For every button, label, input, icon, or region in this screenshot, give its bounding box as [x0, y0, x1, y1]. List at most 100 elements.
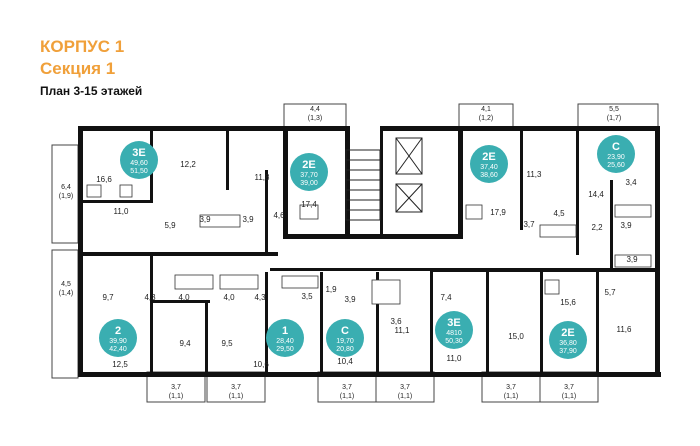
room-label: 4,6 [273, 211, 285, 220]
room-label: 4,3 [254, 293, 266, 302]
title-block: КОРПУС 1 Секция 1 План 3-15 этажей [40, 36, 142, 100]
balcony-net: (1,3) [308, 115, 322, 122]
room-label: 4,0 [223, 293, 235, 302]
room-label: 3,9 [620, 221, 632, 230]
apartment-badges: 3Е 49,60 51,50 2Е 37,70 39,00 2Е 37,40 3… [99, 135, 635, 359]
balcony-net: (1,1) [229, 393, 243, 400]
balcony-labels: 4,4 (1,3) 4,1 (1,2) 5,5 (1,7) 6,4 (1,9) … [59, 106, 621, 400]
svg-text:С: С [341, 325, 349, 337]
svg-text:4810: 4810 [446, 330, 462, 337]
svg-text:37,40: 37,40 [480, 164, 498, 171]
balcony-area: 4,4 [310, 106, 320, 113]
svg-text:1: 1 [282, 325, 288, 337]
svg-text:2: 2 [115, 325, 121, 337]
room-label: 3,9 [199, 215, 211, 224]
building-title: КОРПУС 1 [40, 37, 125, 56]
svg-text:36,80: 36,80 [559, 340, 577, 347]
room-label: 3,5 [301, 292, 313, 301]
room-label: 3,6 [390, 317, 402, 326]
balcony-net: (1,1) [340, 393, 354, 400]
svg-text:49,60: 49,60 [130, 160, 148, 167]
room-label: 3,4 [625, 178, 637, 187]
balcony-area: 3,7 [400, 384, 410, 391]
room-label: 9,5 [221, 339, 233, 348]
balcony-area: 4,1 [481, 106, 491, 113]
balcony-net: (1,1) [169, 393, 183, 400]
room-label: 4,5 [553, 209, 565, 218]
svg-text:2Е: 2Е [561, 327, 574, 339]
svg-text:28,40: 28,40 [276, 338, 294, 345]
interior-walls [78, 130, 613, 372]
svg-text:2Е: 2Е [482, 151, 495, 163]
room-label: 4,3 [144, 293, 156, 302]
svg-text:25,60: 25,60 [607, 162, 625, 169]
svg-text:39,00: 39,00 [300, 180, 318, 187]
apartment-badge[interactable]: 2Е 36,80 37,90 [549, 321, 587, 359]
svg-text:37,90: 37,90 [559, 348, 577, 355]
room-label: 2,2 [591, 223, 603, 232]
room-label: 3,7 [523, 220, 535, 229]
room-label: 3,9 [242, 215, 254, 224]
room-label: 7,4 [440, 293, 452, 302]
svg-text:42,40: 42,40 [109, 346, 127, 353]
apartment-badge[interactable]: 2Е 37,40 38,60 [470, 145, 508, 183]
room-labels: 16,6 11,0 12,2 5,9 3,9 3,9 11,8 4,6 17,4… [96, 160, 638, 369]
balcony-net: (1,7) [607, 115, 621, 122]
svg-text:3Е: 3Е [447, 317, 460, 329]
room-label: 1,9 [325, 285, 337, 294]
apartment-badge[interactable]: С 23,90 25,60 [597, 135, 635, 173]
room-label: 11,6 [617, 325, 633, 334]
svg-text:51,50: 51,50 [130, 168, 148, 175]
room-label: 9,4 [179, 339, 191, 348]
balcony-net: (1,1) [398, 393, 412, 400]
room-label: 10,4 [337, 357, 353, 366]
outer-walls [78, 126, 661, 377]
svg-text:23,90: 23,90 [607, 154, 625, 161]
apartment-badge[interactable]: 3Е 49,60 51,50 [120, 141, 158, 179]
balcony-area: 5,5 [609, 106, 619, 113]
room-label: 11,8 [255, 173, 271, 182]
room-label: 17,9 [490, 208, 506, 217]
plan-subtitle: План 3-15 этажей [40, 84, 143, 98]
apartment-badge[interactable]: С 19,70 20,80 [326, 319, 364, 357]
apartment-badge[interactable]: 2 39,90 42,40 [99, 319, 137, 357]
room-label: 12,5 [112, 360, 128, 369]
balcony-net: (1,9) [59, 193, 73, 200]
apartment-badge[interactable]: 1 28,40 29,50 [266, 319, 304, 357]
room-label: 11,3 [527, 170, 543, 179]
room-label: 11,1 [395, 326, 411, 335]
balcony-area: 6,4 [61, 184, 71, 191]
section-title: Секция 1 [40, 59, 116, 78]
room-label: 9,7 [102, 293, 114, 302]
svg-text:29,50: 29,50 [276, 346, 294, 353]
svg-text:2Е: 2Е [302, 159, 315, 171]
svg-text:С: С [612, 141, 620, 153]
room-label: 12,2 [180, 160, 196, 169]
balcony-left-2 [51, 249, 79, 379]
room-label: 5,7 [604, 288, 616, 297]
apartment-badge[interactable]: 2Е 37,70 39,00 [290, 153, 328, 191]
apartment-badge[interactable]: 3Е 4810 50,30 [435, 311, 473, 349]
balcony-net: (1,2) [479, 115, 493, 122]
room-label: 3,9 [344, 295, 356, 304]
svg-text:3Е: 3Е [132, 147, 145, 159]
balcony-net: (1,4) [59, 290, 73, 297]
room-label: 4,0 [178, 293, 190, 302]
balcony-area: 3,7 [564, 384, 574, 391]
svg-text:37,70: 37,70 [300, 172, 318, 179]
room-label: 11,0 [114, 207, 130, 216]
room-label: 3,9 [626, 255, 638, 264]
balcony-net: (1,1) [504, 393, 518, 400]
balcony-area: 3,7 [506, 384, 516, 391]
balcony-net: (1,1) [562, 393, 576, 400]
lift-1 [395, 137, 423, 175]
room-label: 15,0 [508, 332, 524, 341]
stair-core [345, 137, 423, 221]
balcony-area: 3,7 [171, 384, 181, 391]
room-label: 16,6 [96, 175, 112, 184]
svg-text:50,30: 50,30 [445, 338, 463, 345]
svg-text:39,90: 39,90 [109, 338, 127, 345]
svg-text:19,70: 19,70 [336, 338, 354, 345]
room-label: 14,4 [588, 190, 604, 199]
